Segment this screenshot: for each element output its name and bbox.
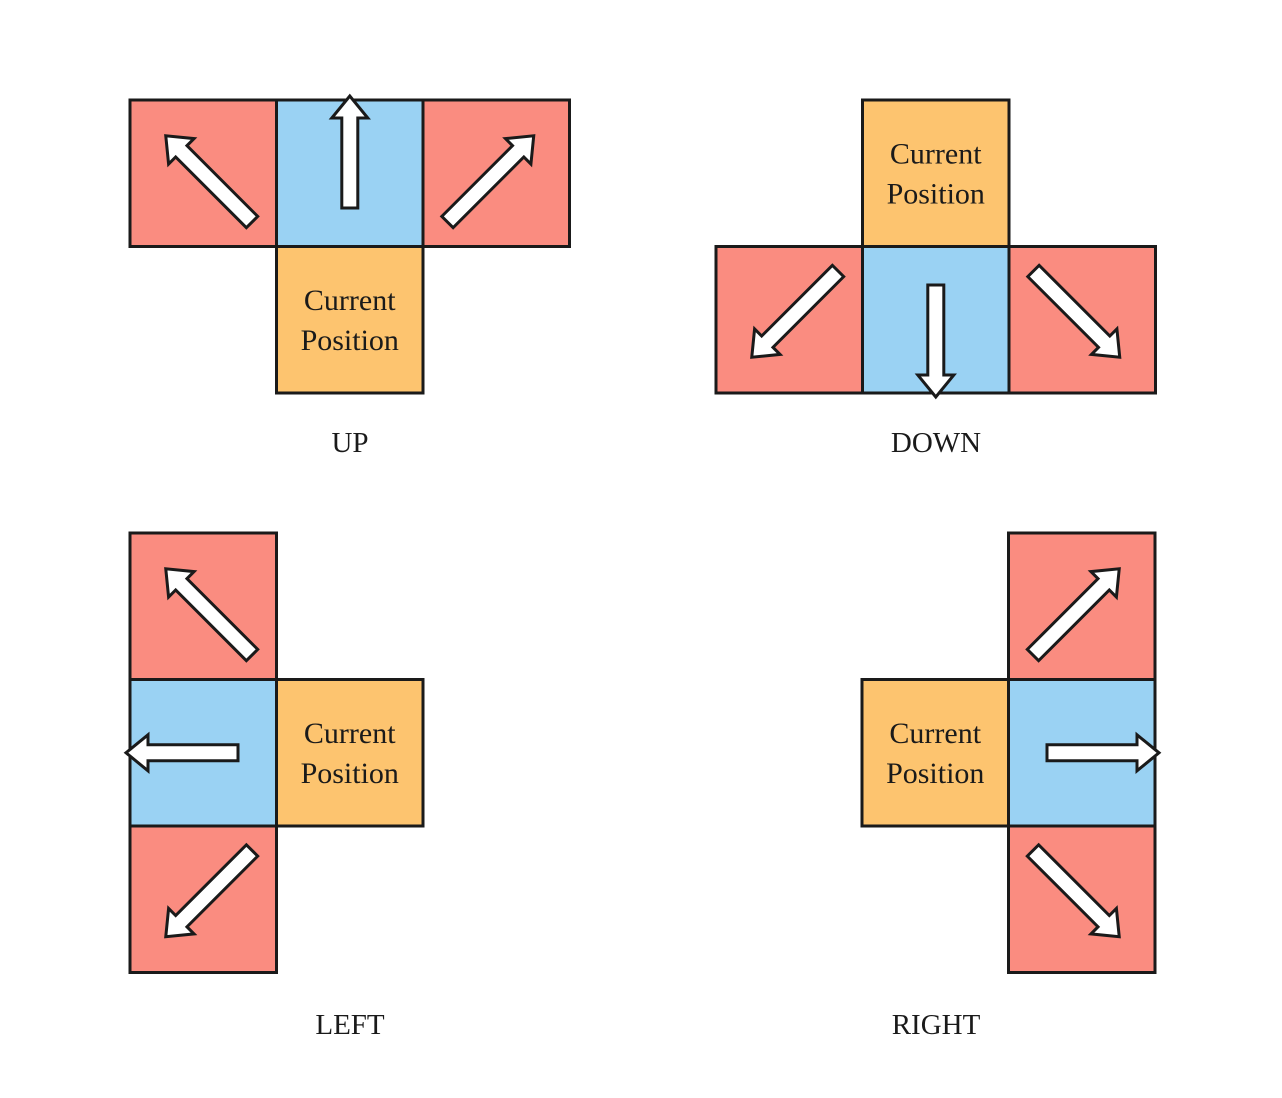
straight-move-cell <box>1007 678 1162 828</box>
diagonal-move-cell <box>1007 824 1157 974</box>
diagonal-move-cell <box>421 98 571 248</box>
caption-down: DOWN <box>891 427 981 459</box>
arrow-up-right-icon <box>1025 567 1121 663</box>
arrow-up-right-icon <box>439 134 536 230</box>
arrow-up-left-icon <box>164 134 260 230</box>
cell-rect <box>275 678 425 828</box>
arrow-up-icon <box>328 93 371 210</box>
current-label-line1: Current <box>304 717 396 750</box>
diagonal-move-cell <box>1007 531 1157 681</box>
current-label-line1: Current <box>890 137 982 170</box>
cell-rect <box>861 98 1011 248</box>
diagonal-move-cell <box>128 98 278 248</box>
diagonal-move-cell <box>128 824 278 974</box>
diagonal-move-cell <box>1007 245 1157 395</box>
arrow-down-right-icon <box>1025 842 1121 939</box>
arrow-down-left-icon <box>164 842 260 939</box>
diagonal-move-cell <box>714 245 864 395</box>
straight-move-cell <box>123 678 278 828</box>
arrow-up-left-icon <box>164 567 260 663</box>
current-label-line2: Position <box>301 757 399 790</box>
arrow-down-right-icon <box>1025 263 1122 359</box>
current-label-line2: Position <box>301 324 399 357</box>
caption-up: UP <box>331 427 368 459</box>
current-label-line1: Current <box>304 284 396 317</box>
diagonal-move-cell <box>128 531 278 681</box>
straight-move-cell <box>275 93 425 248</box>
current-label-line2: Position <box>887 177 985 210</box>
arrow-left-icon <box>123 731 240 774</box>
arrow-right-icon <box>1045 731 1162 774</box>
straight-move-cell <box>861 245 1011 400</box>
current-label-line2: Position <box>886 757 984 790</box>
caption-left: LEFT <box>315 1009 385 1041</box>
caption-right: RIGHT <box>892 1009 981 1041</box>
current-label-line1: Current <box>889 717 981 750</box>
cell-rect <box>275 245 425 395</box>
arrow-down-icon <box>914 283 957 400</box>
arrow-down-left-icon <box>750 263 846 359</box>
cell-rect <box>860 678 1010 828</box>
